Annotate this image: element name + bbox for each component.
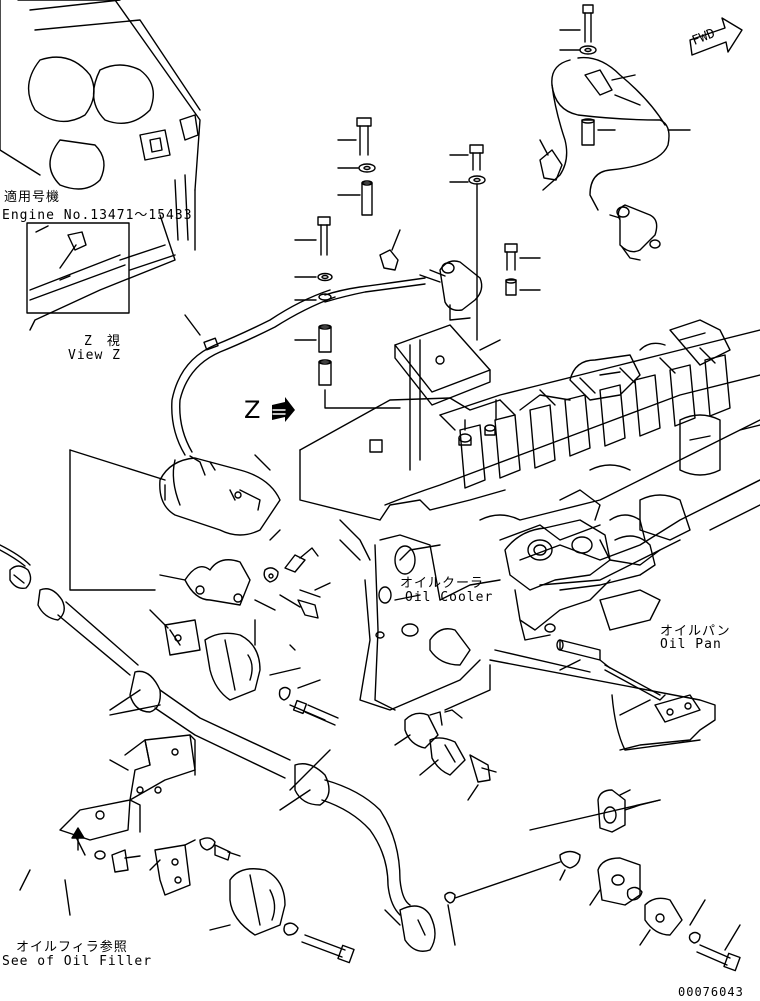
drawing-number: 00076043 <box>678 985 744 999</box>
oil-cooler-housing <box>504 519 661 641</box>
z-view-arrow <box>272 397 295 422</box>
battery-cable <box>542 56 691 211</box>
fwd-arrow <box>689 17 743 56</box>
oil-filler-bracket <box>19 734 241 916</box>
starter-cable <box>171 289 336 456</box>
view-z-label-en: View Z <box>68 348 121 363</box>
relay-center <box>419 260 483 321</box>
engine-number-label: Engine No.13471～15433 <box>2 208 193 223</box>
oil-pan-label-en: Oil Pan <box>660 637 722 652</box>
oil-filler-label-jp: オイルフィラ参照 <box>16 940 128 955</box>
view-z-inset <box>26 222 130 314</box>
engine-block-corner <box>0 0 201 331</box>
oil-pan-parts <box>489 639 716 751</box>
oil-pan-label-jp: オイルパン <box>660 624 731 639</box>
oil-cooler-label-en: Oil Cooler <box>405 590 494 605</box>
cooler-fittings <box>394 664 497 801</box>
relay-cable <box>324 277 426 303</box>
lower-pipe-clamp <box>209 868 355 964</box>
starter-bracket <box>159 547 331 619</box>
fasteners-top <box>294 4 616 409</box>
starter-clamp <box>149 609 339 726</box>
oil-pipe <box>9 565 436 952</box>
relay-bracket <box>394 324 501 471</box>
z-marker-label: Z <box>244 396 262 424</box>
relay-right <box>609 204 661 261</box>
applicable-units-label-jp: 適用号機 <box>4 190 61 205</box>
leader-lines <box>69 449 331 791</box>
oil-filler-label-en: See of Oil Filler <box>2 954 153 969</box>
view-z-label-jp: Z 視 <box>84 334 121 349</box>
lower-right-fittings <box>444 789 741 972</box>
pipe-sheath <box>0 544 31 567</box>
starter-motor <box>159 455 281 536</box>
cable-clips <box>379 69 641 271</box>
oil-cooler-label-jp: オイルクーラ <box>400 576 485 591</box>
engine-main-block <box>299 319 760 711</box>
